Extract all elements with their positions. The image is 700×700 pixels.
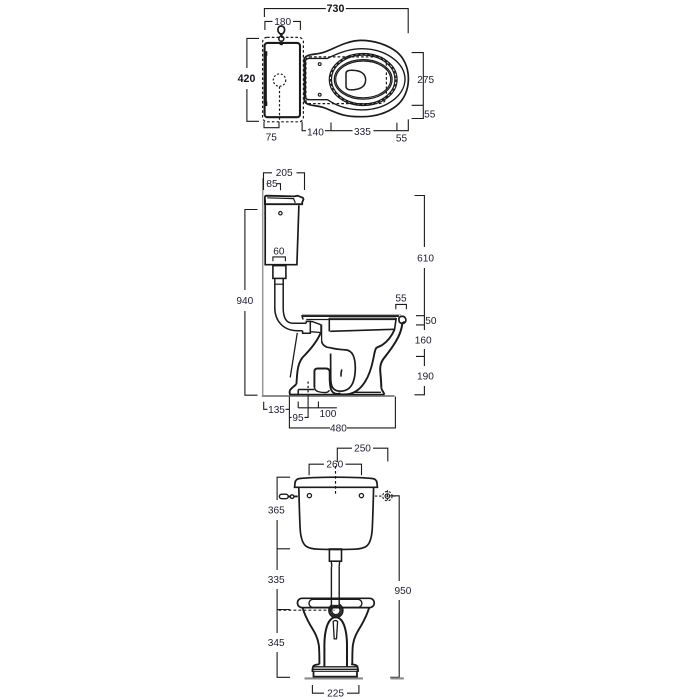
svg-text:140: 140: [307, 128, 324, 139]
svg-text:225: 225: [327, 689, 344, 700]
svg-text:95: 95: [292, 413, 304, 424]
svg-text:60: 60: [273, 246, 285, 257]
svg-text:205: 205: [276, 168, 293, 179]
svg-text:75: 75: [266, 132, 278, 143]
svg-text:345: 345: [268, 638, 285, 649]
svg-text:275: 275: [417, 75, 434, 86]
svg-text:85: 85: [266, 179, 278, 190]
svg-text:335: 335: [354, 127, 371, 138]
svg-text:190: 190: [417, 372, 434, 383]
svg-text:55: 55: [424, 110, 436, 121]
svg-text:730: 730: [327, 3, 345, 15]
svg-text:55: 55: [395, 294, 407, 305]
svg-text:55: 55: [396, 133, 408, 144]
svg-text:100: 100: [319, 409, 336, 420]
svg-text:940: 940: [236, 296, 253, 307]
svg-text:250: 250: [354, 444, 371, 455]
svg-text:950: 950: [394, 586, 411, 597]
svg-text:50: 50: [425, 316, 437, 327]
svg-text:480: 480: [330, 423, 347, 434]
svg-text:160: 160: [415, 335, 432, 346]
svg-text:135: 135: [268, 405, 285, 416]
svg-text:260: 260: [326, 460, 343, 471]
svg-text:610: 610: [417, 253, 434, 264]
svg-text:420: 420: [238, 73, 256, 85]
svg-text:335: 335: [268, 575, 285, 586]
svg-text:180: 180: [274, 17, 291, 28]
svg-text:365: 365: [268, 505, 285, 516]
